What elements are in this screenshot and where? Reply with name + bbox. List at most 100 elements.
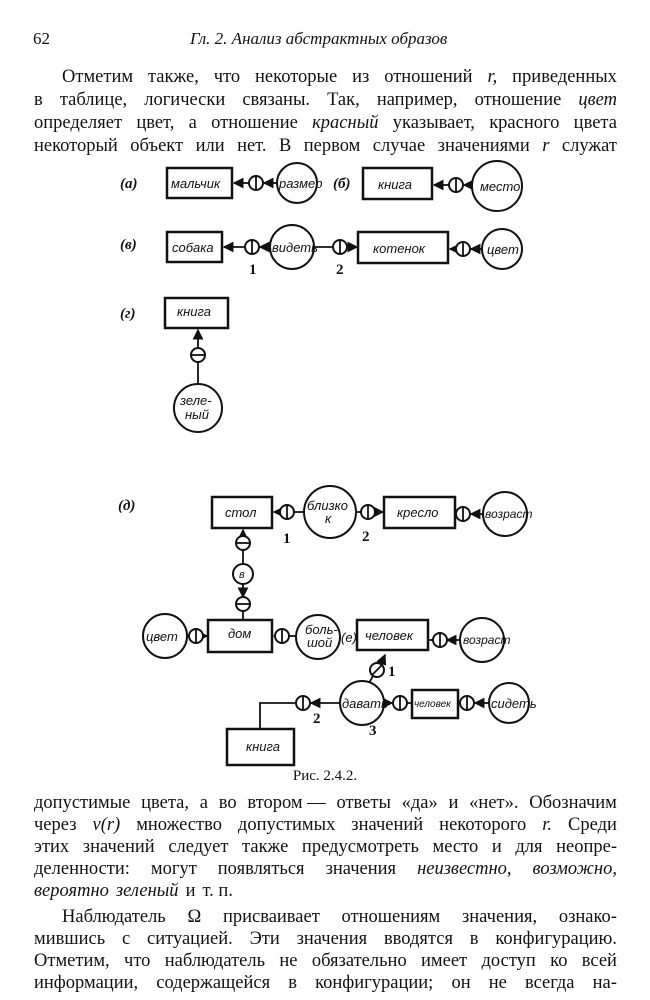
- word: в: [469, 929, 479, 949]
- word: В: [278, 136, 292, 156]
- node-label: близко: [307, 498, 348, 513]
- word: ситуацией.: [147, 929, 233, 949]
- word: возможно,: [532, 859, 617, 879]
- word: вводятся: [383, 929, 453, 949]
- word: первом: [303, 136, 361, 156]
- arg-number: 1: [283, 531, 291, 547]
- word: красного: [489, 113, 560, 133]
- word: некоторого: [439, 815, 527, 835]
- word: служат: [561, 136, 617, 156]
- word: например,: [376, 90, 458, 110]
- word: и: [491, 837, 502, 857]
- word: Ω: [187, 907, 202, 927]
- node-label: человек: [365, 628, 414, 643]
- word: через: [34, 815, 77, 835]
- word: связаны.: [242, 90, 311, 110]
- label-d: (д): [118, 498, 135, 514]
- arg-number: 1: [388, 664, 396, 680]
- word: во: [218, 793, 237, 813]
- word: всей: [581, 951, 617, 971]
- word: а: [199, 793, 208, 813]
- word: место: [432, 837, 479, 857]
- word: таблице,: [59, 90, 128, 110]
- word: и: [448, 793, 459, 813]
- word: значения,: [461, 907, 538, 927]
- word: втором —: [247, 793, 326, 813]
- node-label: книга: [246, 739, 280, 754]
- word: Эти: [249, 929, 280, 949]
- word: случае: [372, 136, 426, 156]
- node-label: давать: [342, 696, 388, 711]
- relation-circle: [142, 613, 188, 659]
- node-label: кресло: [397, 505, 439, 520]
- word: Среди: [568, 815, 617, 835]
- word: значения: [325, 859, 397, 879]
- word: этих: [34, 837, 70, 857]
- running-title: Гл. 2. Анализ абстрактных образов: [190, 29, 448, 48]
- arg-number: 2: [336, 262, 344, 278]
- relation-circle: [482, 491, 528, 537]
- node-label: мальчик: [171, 176, 221, 191]
- node-label: место: [480, 179, 520, 194]
- word: приведенных: [512, 67, 617, 87]
- word: допустимых: [237, 815, 336, 835]
- word: цвета: [573, 113, 617, 133]
- word: отношение: [211, 113, 298, 133]
- word: следует: [168, 837, 229, 857]
- node-label: боль-: [305, 622, 338, 637]
- word: цвет: [578, 90, 617, 110]
- node-label: размер: [278, 176, 322, 191]
- word: также,: [147, 67, 199, 87]
- node-box: [225, 727, 296, 767]
- word: некоторые: [255, 67, 338, 87]
- figure-caption: Рис. 2.4.2.: [292, 768, 358, 784]
- word: всегда: [524, 973, 575, 993]
- word: Отметим: [62, 67, 134, 87]
- relation-circle: [303, 485, 357, 539]
- word: информации,: [34, 973, 139, 993]
- node-box: [361, 166, 434, 201]
- label-a: (а): [120, 176, 138, 192]
- word: конфигурации;: [315, 973, 434, 993]
- word: отношений: [384, 67, 473, 87]
- node-box: [356, 230, 450, 265]
- word: не: [488, 973, 507, 993]
- word: значений: [82, 837, 155, 857]
- word: вероятно: [34, 881, 109, 901]
- node-label: книга: [177, 304, 211, 319]
- word: могут: [150, 859, 197, 879]
- node-box: [355, 618, 430, 652]
- word: зеленый: [115, 881, 179, 901]
- word: ознако-: [558, 907, 617, 927]
- word: также: [242, 837, 289, 857]
- node-label: книга: [378, 177, 412, 192]
- word: Обозначим: [529, 793, 617, 813]
- word: он: [451, 973, 471, 993]
- word: что: [124, 951, 151, 971]
- node-box: [382, 495, 457, 530]
- node-label: возраст: [485, 507, 532, 521]
- word: значениями: [437, 136, 530, 156]
- word: содержащейся: [156, 973, 271, 993]
- node-label: котенок: [373, 241, 426, 256]
- word: красный: [312, 113, 379, 133]
- node-box: [210, 495, 274, 530]
- word: ко: [550, 951, 568, 971]
- arg-number: 2: [313, 711, 321, 727]
- relation-circle: [471, 160, 523, 212]
- word: Наблюдатель: [62, 907, 166, 927]
- node-label: дом: [228, 626, 251, 641]
- node-label: возраст: [463, 633, 510, 647]
- word: Так,: [327, 90, 360, 110]
- node-box: [165, 166, 234, 200]
